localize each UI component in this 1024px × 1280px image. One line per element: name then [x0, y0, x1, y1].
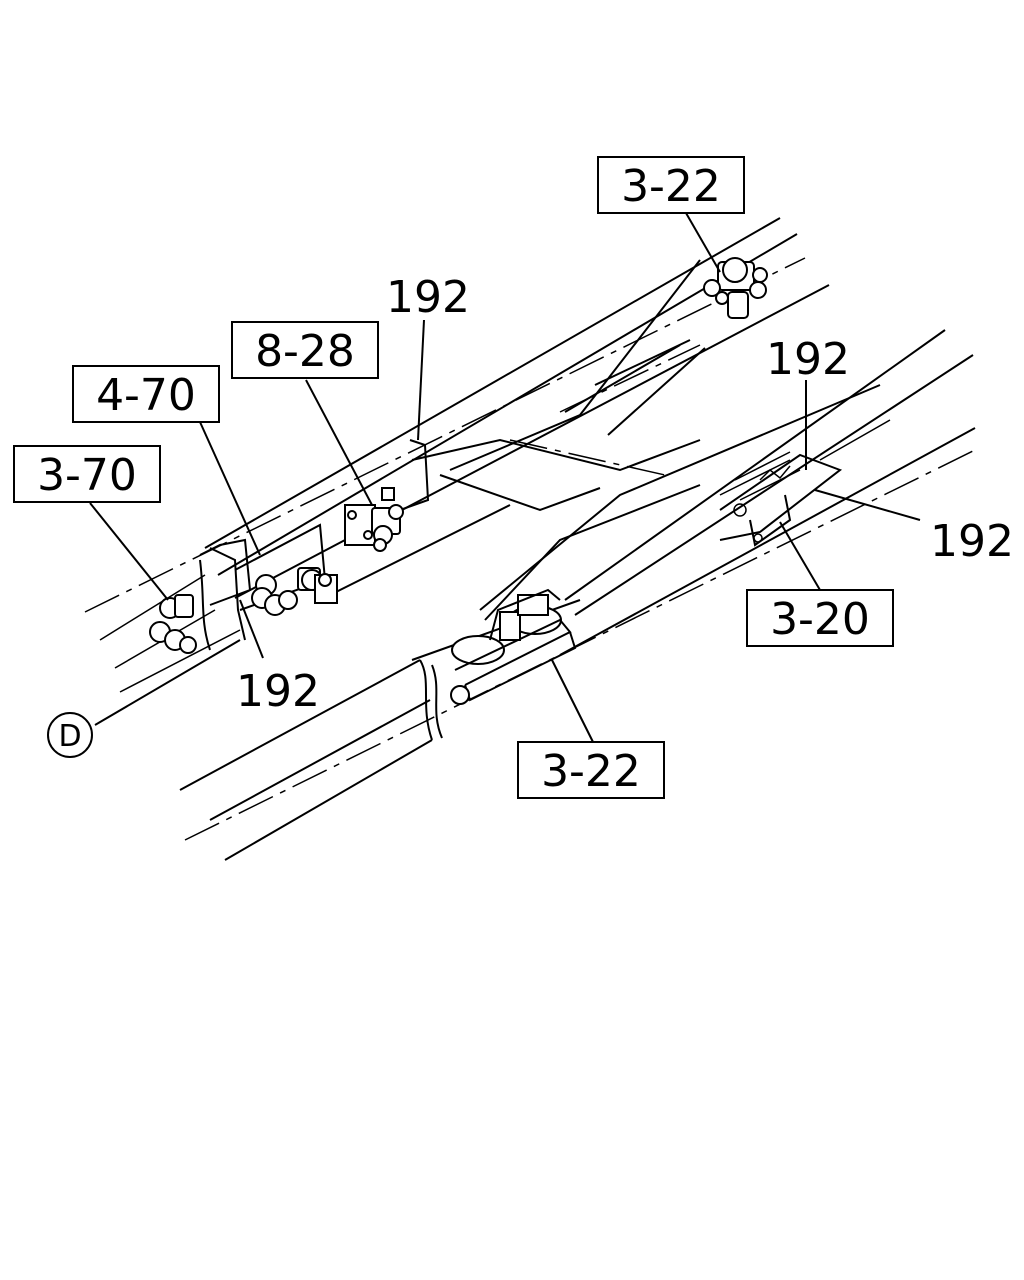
- air-tank-valve: [149, 594, 197, 654]
- relay-valve: [344, 487, 404, 552]
- callout-label: 3-22: [541, 746, 641, 797]
- right-frame-rail: [179, 329, 976, 861]
- callout-label: 4-70: [96, 370, 196, 421]
- reference-marker-d: D: [47, 712, 93, 758]
- callout-label: 3-22: [621, 161, 721, 212]
- reference-marker-label: D: [58, 719, 81, 754]
- callout-bottom-center: 3-22: [517, 741, 665, 799]
- cross-member: [319, 259, 881, 621]
- callout-mid-upper: 8-28: [231, 321, 379, 379]
- spring-brake-chamber: [450, 588, 577, 705]
- callout-label: 3-70: [37, 450, 137, 501]
- air-dryer-bracket: [719, 451, 843, 547]
- part-number-lower-left: 192: [236, 666, 320, 717]
- callout-label: 8-28: [255, 326, 355, 377]
- callout-right-mid: 3-20: [746, 589, 894, 647]
- part-number-right: 192: [930, 516, 1014, 567]
- valve-assembly-top: [703, 257, 768, 319]
- callout-left-upper: 4-70: [72, 365, 220, 423]
- brake-valve-cluster: [251, 567, 338, 616]
- leader-lines: [89, 212, 921, 743]
- callout-label: 3-20: [770, 594, 870, 645]
- callout-top-right: 3-22: [597, 156, 745, 214]
- callout-left: 3-70: [13, 445, 161, 503]
- part-number-upper: 192: [386, 272, 470, 323]
- part-number-right-upper: 192: [766, 334, 850, 385]
